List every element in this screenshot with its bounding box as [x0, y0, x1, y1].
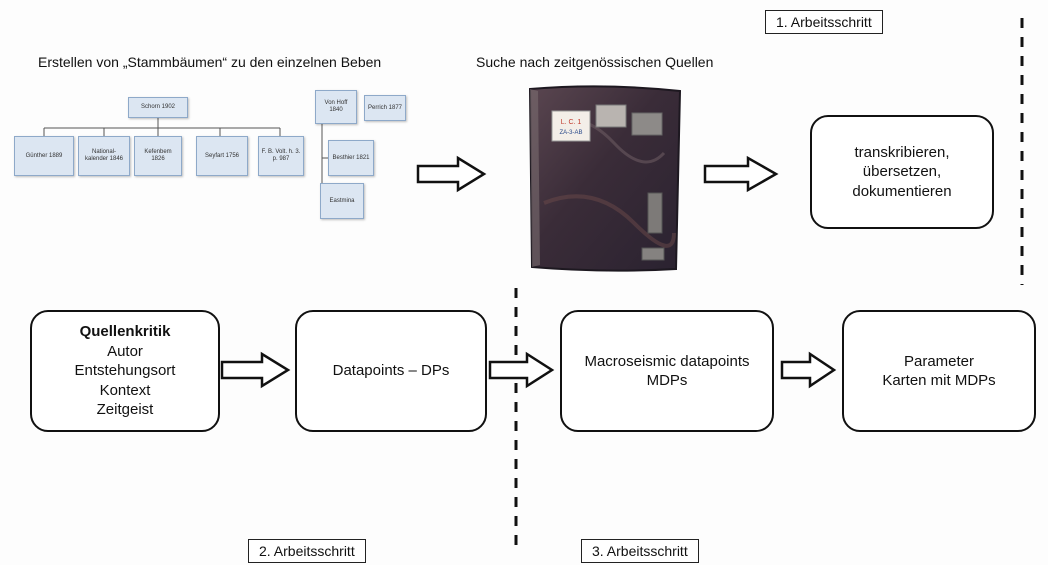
quellenkritik-box: Quellenkritik Autor Entstehungsort Konte… [30, 310, 220, 432]
book-label-line1: L. C. 1 [561, 119, 582, 126]
historic-book-image: L. C. 1 ZA-3-AB [528, 85, 682, 272]
step-label-3: 3. Arbeitsschritt [581, 539, 699, 563]
transcribe-line: dokumentieren [852, 182, 952, 200]
tree-child-node: National-kalender 1846 [78, 136, 130, 176]
tree-child-node: F. B. Volt. h. 3. p. 987 [258, 136, 304, 176]
arrow-book-to-transcribe [703, 155, 779, 193]
transcribe-line: transkribieren, [854, 143, 950, 161]
macroseismic-line: MDPs [646, 372, 688, 389]
quellenkritik-line: Entstehungsort [74, 362, 176, 380]
tree-caption: Erstellen von „Stammbäumen“ zu den einze… [38, 54, 382, 70]
tree-side-node: Von Hoff 1840 [315, 90, 357, 124]
transcribe-box: transkribieren, übersetzen, dokumentiere… [810, 115, 994, 229]
step-label-1: 1. Arbeitsschritt [765, 10, 883, 34]
quellenkritik-title: Quellenkritik [79, 323, 171, 341]
quellenkritik-line: Autor [107, 342, 143, 360]
transcribe-line: übersetzen, [862, 163, 942, 181]
tree-root-node: Schorn 1902 [128, 97, 188, 118]
quellenkritik-line: Kontext [99, 381, 151, 399]
sources-caption: Suche nach zeitgenössischen Quellen [476, 54, 714, 70]
macroseismic-line: Macroseismic datapoints [584, 352, 750, 370]
tree-side-node: Eastmina [320, 183, 364, 219]
datapoints-box: Datapoints – DPs [295, 310, 487, 432]
tree-side-node: Besthier 1821 [328, 140, 374, 176]
arrow-tree-to-book [416, 155, 487, 193]
tree-side-node: Perrich 1877 [364, 95, 406, 121]
step-label-2: 2. Arbeitsschritt [248, 539, 366, 563]
parameter-line: Karten mit MDPs [882, 372, 996, 389]
tree-child-node: Kefenbem 1826 [134, 136, 182, 176]
tree-child-node: Günther 1889 [14, 136, 74, 176]
arrow-dps-to-mdps [488, 351, 555, 389]
tree-child-node: Seyfart 1756 [196, 136, 248, 176]
datapoints-label: Datapoints – DPs [332, 362, 450, 380]
macroseismic-box: Macroseismic datapoints MDPs [560, 310, 774, 432]
parameter-line: Parameter [903, 352, 975, 370]
book-label-line2: ZA-3-AB [559, 130, 582, 136]
parameter-box: Parameter Karten mit MDPs [842, 310, 1036, 432]
quellenkritik-line: Zeitgeist [96, 401, 154, 419]
arrow-mdps-to-parameter [780, 351, 837, 389]
arrow-kritik-to-dps [220, 351, 291, 389]
